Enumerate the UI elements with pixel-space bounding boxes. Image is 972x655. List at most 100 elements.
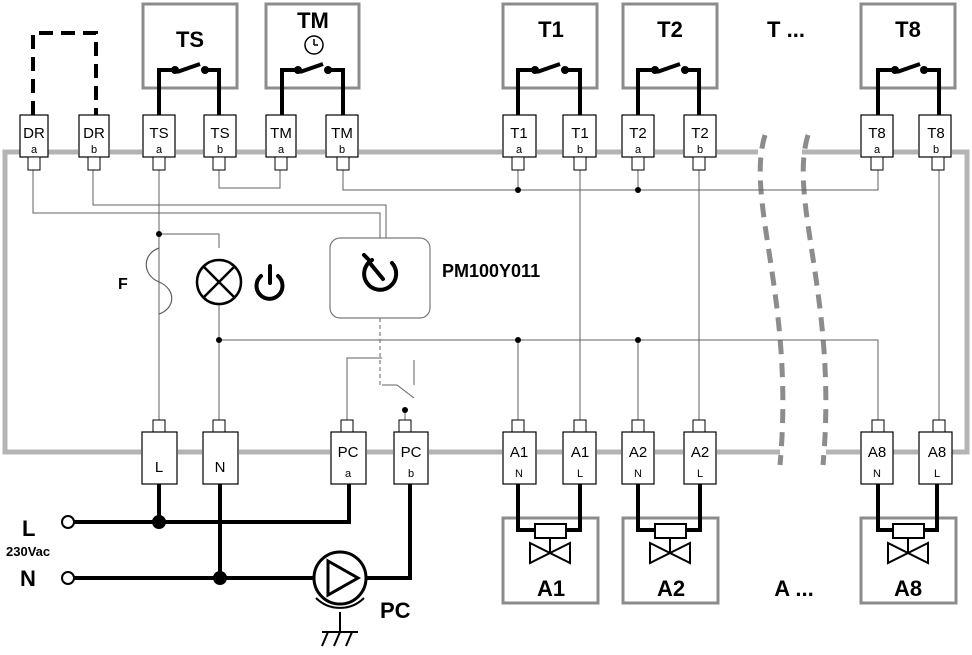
supply-voltage-label: 230Vac (6, 544, 50, 559)
dr-jumper (31, 31, 98, 115)
supply-n-label: N (20, 566, 36, 591)
terminal-label: L (155, 459, 163, 476)
terminal-label: T8 (868, 125, 886, 142)
top-terminals: DR a DR b TS a TS b TM a (19, 114, 952, 171)
junction-dots (156, 187, 641, 413)
thermostat-t1-label: T1 (538, 17, 564, 42)
supply-n-terminal (61, 571, 75, 585)
terminal-t8-b: T8 b (918, 114, 952, 171)
ground-icon (321, 612, 358, 647)
terminal-sublabel: b (933, 144, 939, 156)
pump-icon (312, 550, 368, 609)
terminal-label: DR (23, 125, 45, 142)
indicator-lamp-icon (195, 258, 243, 306)
terminal-label: N (215, 459, 226, 476)
actuator-a1: A1 (501, 484, 600, 605)
terminal-sublabel: a (278, 144, 285, 156)
terminal-label: A8 (928, 444, 946, 461)
actuator-a1-label: A1 (537, 576, 565, 601)
terminal-pc-a: PC a (330, 419, 367, 485)
terminal-a1-l: A1 L (562, 419, 597, 485)
terminal-label: T8 (927, 125, 945, 142)
terminal-label: TM (270, 125, 292, 142)
internal-wiring (32, 170, 940, 420)
terminal-label: A8 (868, 444, 886, 461)
terminal-t2-b: T2 b (683, 114, 717, 171)
thermostat-t2: T2 (621, 2, 719, 115)
power-icon (254, 264, 285, 301)
terminal-sublabel: L (577, 468, 583, 480)
terminal-label: DR (83, 125, 105, 142)
actuator-a8-label: A8 (894, 576, 922, 601)
terminal-sublabel: b (91, 144, 97, 156)
terminal-t1-b: T1 b (562, 114, 597, 171)
thermostat-t1: T1 (501, 2, 599, 115)
timer-clock-icon (362, 253, 399, 292)
terminal-sublabel: N (634, 468, 642, 480)
terminal-pc-b: PC b (393, 419, 429, 485)
terminal-label: A2 (691, 444, 709, 461)
bottom-terminals: L N PC a PC b A1 N A1 L (141, 419, 953, 485)
terminal-n: N (202, 419, 239, 485)
terminal-ts-b: TS b (203, 114, 237, 171)
terminal-label: A1 (571, 444, 589, 461)
terminal-ts-a: TS a (142, 114, 176, 171)
module-label: PM100Y011 (442, 261, 540, 281)
terminal-sublabel: b (408, 468, 414, 480)
actuator-more-label: A ... (774, 576, 814, 601)
terminal-sublabel: L (697, 468, 703, 480)
terminal-sublabel: a (635, 144, 642, 156)
supply-l-terminal (61, 515, 75, 529)
terminal-sublabel: a (516, 144, 523, 156)
thermostat-more-label: T ... (767, 17, 805, 42)
terminal-sublabel: b (577, 144, 583, 156)
module-break-marks (757, 134, 829, 466)
terminal-label: T1 (571, 125, 589, 142)
terminal-label: TM (331, 125, 353, 142)
actuator-a2-label: A2 (657, 576, 685, 601)
terminal-sublabel: L (934, 468, 940, 480)
thermostat-tm-label: TM (297, 8, 329, 33)
terminal-label: A1 (510, 444, 528, 461)
terminal-a2-n: A2 N (621, 419, 655, 485)
clock-icon (304, 35, 324, 55)
actuator-a8: A8 (859, 484, 958, 605)
actuator-a2: A2 (621, 484, 720, 605)
terminal-sublabel: N (515, 468, 523, 480)
terminal-label: PC (401, 444, 422, 461)
terminal-label: T1 (510, 125, 528, 142)
terminal-label: TS (210, 125, 229, 142)
terminal-label: PC (338, 444, 359, 461)
terminal-label: A2 (629, 444, 647, 461)
fuse-symbol (145, 247, 173, 315)
junction-dot (152, 515, 166, 529)
supply-l-label: L (22, 516, 35, 541)
terminal-sublabel: a (156, 144, 163, 156)
thermostat-tm: TM (264, 2, 361, 115)
terminal-sublabel: a (345, 468, 352, 480)
thermostat-ts-label: TS (176, 27, 204, 52)
thermostat-t8: T8 (859, 2, 957, 115)
terminal-tm-a: TM a (265, 114, 297, 171)
thermostat-t2-label: T2 (657, 17, 683, 42)
terminal-a2-l: A2 L (683, 419, 717, 485)
junction-dot (213, 571, 227, 585)
terminal-t2-a: T2 a (621, 114, 655, 171)
terminal-label: T2 (629, 125, 647, 142)
terminal-a8-n: A8 N (860, 419, 894, 485)
terminal-label: T2 (691, 125, 709, 142)
pump-label: PC (380, 598, 411, 623)
thermostat-t8-label: T8 (895, 17, 921, 42)
terminal-sublabel: b (339, 144, 345, 156)
terminal-dr-a: DR a (19, 114, 49, 171)
terminal-sublabel: b (697, 144, 703, 156)
terminal-t1-a: T1 a (502, 114, 537, 171)
terminal-sublabel: N (873, 468, 881, 480)
thermostat-ts: TS (141, 2, 239, 115)
terminal-a8-l: A8 L (918, 419, 953, 485)
fuse-label: F (118, 276, 128, 293)
terminal-sublabel: b (217, 144, 223, 156)
terminal-sublabel: a (31, 144, 38, 156)
terminal-tm-b: TM b (325, 114, 359, 171)
